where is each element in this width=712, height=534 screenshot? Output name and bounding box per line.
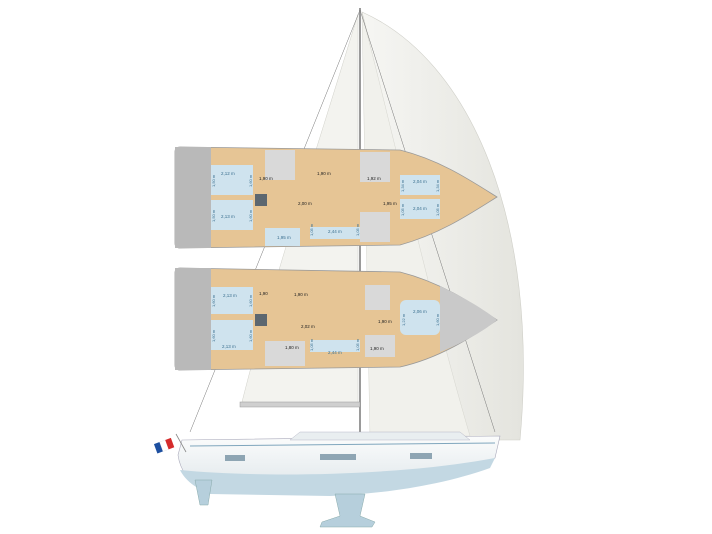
berth-width-label: 1,34 m bbox=[435, 179, 440, 192]
berth-width-label: 1,05 m bbox=[435, 203, 440, 216]
berth-width-label: 1,05 m bbox=[355, 338, 360, 351]
berth-width-label: 1,60 m bbox=[435, 313, 440, 326]
hull bbox=[177, 431, 501, 496]
boom bbox=[239, 401, 361, 408]
berth-length-label: 2,13 m bbox=[223, 293, 237, 298]
berth-length-label: 2,13 m bbox=[221, 214, 235, 219]
headroom-label: 2,00 m bbox=[298, 201, 312, 206]
berth-width-label: 1,60 m bbox=[248, 294, 253, 307]
berth-width-label: 1,22 m bbox=[401, 313, 406, 326]
berth-width-label: 1,05 m bbox=[309, 338, 314, 351]
headroom-label: 1,80 m bbox=[285, 345, 299, 350]
keel bbox=[319, 493, 376, 528]
berth-length-label: 2,04 m bbox=[413, 179, 427, 184]
headroom-label: 1,90 m bbox=[294, 292, 308, 297]
berth-width-label: 1,05 m bbox=[355, 223, 360, 236]
berth-length-label: 2,13 m bbox=[222, 344, 236, 349]
berth-width-label: 1,34 m bbox=[400, 179, 405, 192]
headroom-label: 1,90 m bbox=[370, 346, 384, 351]
berth-length-label: 2,44 m bbox=[328, 229, 342, 234]
berth-width-label: 1,50 m bbox=[211, 209, 216, 222]
headroom-label: 1,90 m bbox=[259, 176, 273, 181]
berth-length-label: 2,04 m bbox=[413, 206, 427, 211]
berth-width-label: 1,60 m bbox=[248, 174, 253, 187]
headroom-label: 1,92 m bbox=[367, 176, 381, 181]
berth-width-label: 1,60 m bbox=[248, 329, 253, 342]
headroom-label: 1,95 m bbox=[383, 201, 397, 206]
deck-layout-top: 2,12 m 2,13 m 2,04 m 2,04 m 2,44 m 1,95 … bbox=[174, 146, 498, 249]
berth-length-label: 2,12 m bbox=[221, 171, 235, 176]
berth-width-label: 1,60 m bbox=[248, 209, 253, 222]
berth-width-label: 1,05 m bbox=[309, 223, 314, 236]
headroom-label: 2,02 m bbox=[301, 324, 315, 329]
headroom-label: 1,90 bbox=[259, 291, 268, 296]
headroom-label: 1,90 m bbox=[317, 171, 331, 176]
french-flag-icon bbox=[153, 433, 187, 454]
berth-width-label: 1,05 m bbox=[400, 203, 405, 216]
berth-width-label: 1,60 m bbox=[211, 329, 216, 342]
berth-width-label: 1,50 m bbox=[211, 174, 216, 187]
headroom-label: 1,90 m bbox=[378, 319, 392, 324]
berth-width-label: 1,60 m bbox=[211, 294, 216, 307]
berth-length-label: 2,06 m bbox=[413, 309, 427, 314]
berth-length-label: 2,44 m bbox=[328, 350, 342, 355]
berth-length-label: 1,95 m bbox=[277, 235, 291, 240]
deck-layout-bottom: 2,13 m 2,13 m 2,06 m 2,44 m 1,90 1,90 m … bbox=[174, 267, 498, 371]
rudder bbox=[194, 479, 213, 506]
